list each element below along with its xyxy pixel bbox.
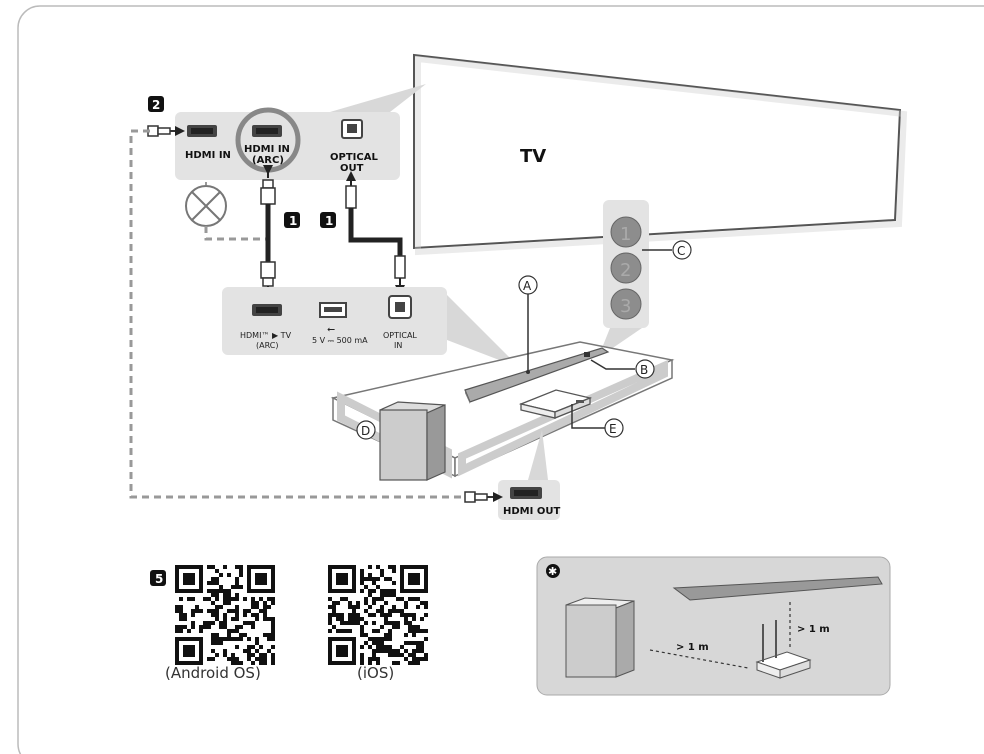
- svg-text:2: 2: [620, 260, 631, 281]
- qr-code-android: [175, 565, 275, 665]
- distance-arrow-horizontal: [649, 649, 749, 669]
- tv-hdmi-arc-label-1: HDMI IN: [244, 144, 290, 155]
- callout-e: E: [604, 418, 624, 438]
- callout-b: B: [635, 359, 655, 379]
- page-frame: [17, 5, 984, 754]
- soundbar-optical-label-1: OPTICAL: [383, 331, 417, 340]
- soundbar-panel-pointer: [447, 295, 520, 368]
- button-panel: 1 2 3: [603, 200, 649, 328]
- svg-text:A: A: [523, 279, 532, 293]
- star-icon: [546, 564, 560, 578]
- placement-soundbar: [672, 576, 883, 601]
- svg-text:E: E: [609, 422, 617, 436]
- not-allowed-icon: [185, 182, 227, 227]
- step-2-badge: 2: [148, 96, 164, 112]
- hdmi-out-pointer: [528, 430, 548, 480]
- optical-cable: [345, 171, 406, 295]
- placement-panel: ✱ > 1 m > 1 m: [536, 556, 891, 696]
- soundbar-hdmi-label-2: (ARC): [256, 341, 278, 350]
- tv-port-panel: HDMI IN HDMI IN (ARC) OPTICAL OUT: [175, 107, 400, 180]
- hdmi-out-panel: HDMI OUT: [498, 480, 560, 520]
- hdmi-plug-tv-in: [147, 125, 185, 137]
- svg-text:1: 1: [620, 224, 631, 245]
- soundbar: [464, 347, 610, 404]
- tv-label: TV: [520, 146, 546, 167]
- button-2: [610, 252, 642, 284]
- soundbar-optical-label-2: IN: [394, 341, 402, 350]
- qr-code-ios: [328, 565, 428, 665]
- tv-hdmi-in-label: HDMI IN: [185, 150, 231, 161]
- svg-text:B: B: [640, 363, 648, 377]
- svg-text:✱: ✱: [548, 565, 557, 578]
- svg-text:3: 3: [620, 296, 631, 317]
- soundbar-usb-label: 5 V ⎓ 500 mA: [312, 336, 368, 345]
- tv-optical-out-label-2: OUT: [340, 163, 364, 174]
- callout-a: A: [518, 275, 538, 295]
- placement-subwoofer: [565, 597, 635, 678]
- hdmi-plug-out: [464, 491, 503, 503]
- usb-icon: ⭠: [327, 324, 335, 335]
- step-1-badge-optical: 1: [320, 212, 336, 228]
- soundbar-hdmi-label-1: HDMI™ ▶ TV: [240, 331, 292, 340]
- tv-hdmi-arc-label-2: (ARC): [252, 155, 284, 166]
- hdmi-out-label: HDMI OUT: [503, 506, 560, 517]
- callout-c: C: [672, 240, 692, 260]
- dashed-arc-bypass: [204, 226, 270, 241]
- callout-d: D: [356, 420, 376, 440]
- button-1: [610, 216, 642, 248]
- distance-label-1: > 1 m: [676, 642, 709, 653]
- svg-text:2: 2: [152, 98, 160, 112]
- svg-text:5: 5: [155, 572, 163, 586]
- step-1-badge-hdmi: 1: [284, 212, 300, 228]
- dashed-hdmi-route: [129, 129, 465, 499]
- svg-text:D: D: [361, 424, 370, 438]
- button-3: [610, 288, 642, 320]
- router-icon: [755, 620, 812, 679]
- svg-text:1: 1: [325, 214, 333, 228]
- qr-android-label: (Android OS): [165, 664, 261, 682]
- subwoofer: [379, 401, 446, 481]
- step-5-badge: 5: [150, 570, 166, 586]
- tv-panel-pointer: [330, 84, 426, 112]
- svg-text:C: C: [677, 244, 685, 258]
- svg-text:1: 1: [289, 214, 297, 228]
- soundbar-port-panel: HDMI™ ▶ TV (ARC) ⭠ 5 V ⎓ 500 mA OPTICAL …: [222, 287, 447, 355]
- distance-label-2: > 1 m: [797, 624, 830, 635]
- hdmi-arc-cable: [260, 165, 276, 303]
- tv-screen: TV: [413, 53, 908, 256]
- qr-ios-label: (iOS): [357, 664, 394, 682]
- tv-optical-out-label-1: OPTICAL: [330, 152, 378, 163]
